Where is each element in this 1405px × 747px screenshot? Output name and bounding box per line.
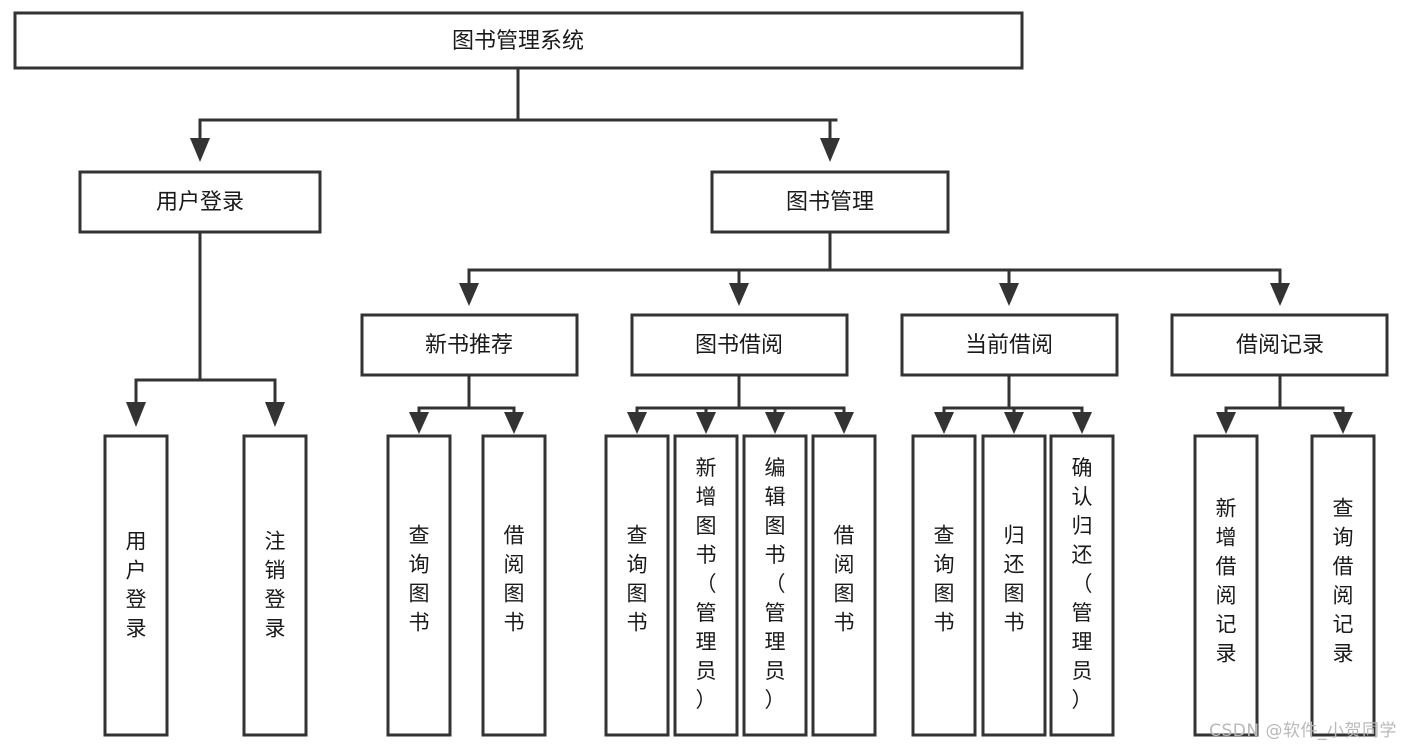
node-current-borrow-label: 当前借阅 xyxy=(965,333,1053,358)
node-leaf-borrow-book-2-box[interactable] xyxy=(811,434,877,737)
arrow-leaf-borrow-book-1 xyxy=(504,412,524,434)
node-root-box[interactable] xyxy=(13,11,1024,70)
node-book-borrow-label: 图书借阅 xyxy=(695,333,783,358)
arrow-leaf-user-login xyxy=(126,402,146,427)
node-leaf-user-logout[interactable]: 注销登录 xyxy=(242,434,308,737)
node-leaf-borrow-book-1-box[interactable] xyxy=(481,434,547,737)
arrow-leaf-edit-book xyxy=(765,412,785,434)
node-leaf-edit-book-label: 编辑图书（管理员） xyxy=(765,456,786,712)
connector-layer xyxy=(126,66,1353,434)
node-leaf-borrow-book-2[interactable]: 借阅图书 xyxy=(811,434,877,737)
arrow-leaf-add-record xyxy=(1216,412,1236,434)
node-borrow-record-box[interactable] xyxy=(1170,313,1389,377)
node-borrow-record-label: 借阅记录 xyxy=(1236,333,1324,358)
node-leaf-user-login[interactable]: 用户登录 xyxy=(103,434,169,737)
arrow-leaf-query-record xyxy=(1333,412,1353,434)
node-leaf-edit-book[interactable]: 编辑图书（管理员） xyxy=(742,434,808,737)
node-leaf-return-book-box[interactable] xyxy=(981,434,1047,737)
node-leaf-query-book-3-box[interactable] xyxy=(911,434,977,737)
node-leaf-user-login-label: 用户登录 xyxy=(126,530,147,641)
node-book-manage-label: 图书管理 xyxy=(786,190,874,215)
node-layer: 图书管理系统 用户登录 图书管理 新书推荐 图书借阅 当前 xyxy=(13,11,1389,737)
node-leaf-query-book-2-box[interactable] xyxy=(604,434,670,737)
node-leaf-query-book-1[interactable]: 查询图书 xyxy=(386,434,452,737)
node-leaf-query-book-2-label: 查询图书 xyxy=(627,524,648,635)
node-leaf-confirm-return[interactable]: 确认归还（管理员） xyxy=(1049,434,1115,737)
node-new-book-recommend-box[interactable] xyxy=(360,313,579,377)
node-book-manage-box[interactable] xyxy=(710,170,950,234)
node-leaf-user-login-box[interactable] xyxy=(103,434,169,737)
node-leaf-add-book[interactable]: 新增图书（管理员） xyxy=(673,434,739,737)
node-book-borrow-box[interactable] xyxy=(630,313,849,377)
node-leaf-add-book-box[interactable] xyxy=(673,434,739,737)
node-root-label: 图书管理系统 xyxy=(452,29,584,54)
node-user-login-box[interactable] xyxy=(78,170,322,234)
node-leaf-borrow-book-2-label: 借阅图书 xyxy=(834,524,855,635)
node-leaf-query-record-label: 查询借阅记录 xyxy=(1333,497,1354,666)
node-book-manage[interactable]: 图书管理 xyxy=(710,170,950,234)
node-leaf-add-record-box[interactable] xyxy=(1193,434,1259,737)
node-leaf-query-record[interactable]: 查询借阅记录 xyxy=(1310,434,1376,737)
node-leaf-confirm-return-box[interactable] xyxy=(1049,434,1115,737)
arrow-borrow-record xyxy=(1270,283,1290,306)
node-leaf-query-book-1-label: 查询图书 xyxy=(409,524,430,635)
arrow-book-manage xyxy=(820,138,840,162)
node-new-book-recommend[interactable]: 新书推荐 xyxy=(360,313,579,377)
node-leaf-borrow-book-1[interactable]: 借阅图书 xyxy=(481,434,547,737)
node-leaf-borrow-book-1-label: 借阅图书 xyxy=(504,524,525,635)
arrow-leaf-borrow-book-2 xyxy=(834,412,854,434)
node-leaf-user-logout-label: 注销登录 xyxy=(265,530,286,641)
node-book-borrow[interactable]: 图书借阅 xyxy=(630,313,849,377)
arrow-leaf-query-book-2 xyxy=(627,412,647,434)
node-leaf-query-record-box[interactable] xyxy=(1310,434,1376,737)
node-leaf-add-record[interactable]: 新增借阅记录 xyxy=(1193,434,1259,737)
node-leaf-confirm-return-label: 确认归还（管理员） xyxy=(1072,456,1093,712)
node-leaf-query-book-2[interactable]: 查询图书 xyxy=(604,434,670,737)
node-new-book-recommend-label: 新书推荐 xyxy=(425,333,513,358)
node-leaf-user-logout-box[interactable] xyxy=(242,434,308,737)
arrow-book-borrow xyxy=(729,283,749,306)
node-current-borrow-box[interactable] xyxy=(900,313,1119,377)
node-borrow-record[interactable]: 借阅记录 xyxy=(1170,313,1389,377)
arrow-leaf-query-book-3 xyxy=(934,412,954,434)
node-user-login[interactable]: 用户登录 xyxy=(78,170,322,234)
arrow-leaf-add-book xyxy=(696,412,716,434)
arrow-new-book-recommend xyxy=(459,283,479,306)
node-user-login-label: 用户登录 xyxy=(156,190,244,215)
node-leaf-return-book[interactable]: 归还图书 xyxy=(981,434,1047,737)
node-leaf-query-book-3[interactable]: 查询图书 xyxy=(911,434,977,737)
node-leaf-edit-book-box[interactable] xyxy=(742,434,808,737)
node-leaf-return-book-label: 归还图书 xyxy=(1004,524,1025,635)
arrow-current-borrow xyxy=(999,283,1019,306)
arrow-user-login xyxy=(190,138,210,162)
node-leaf-query-book-3-label: 查询图书 xyxy=(934,524,955,635)
arrow-leaf-return-book xyxy=(1004,412,1024,434)
arrow-leaf-confirm-return xyxy=(1072,412,1092,434)
node-current-borrow[interactable]: 当前借阅 xyxy=(900,313,1119,377)
arrow-leaf-user-logout xyxy=(265,402,285,427)
arrow-leaf-query-book-1 xyxy=(409,412,429,434)
node-leaf-query-book-1-box[interactable] xyxy=(386,434,452,737)
node-root[interactable]: 图书管理系统 xyxy=(13,11,1024,70)
node-leaf-add-record-label: 新增借阅记录 xyxy=(1216,497,1237,666)
node-leaf-add-book-label: 新增图书（管理员） xyxy=(696,456,717,712)
